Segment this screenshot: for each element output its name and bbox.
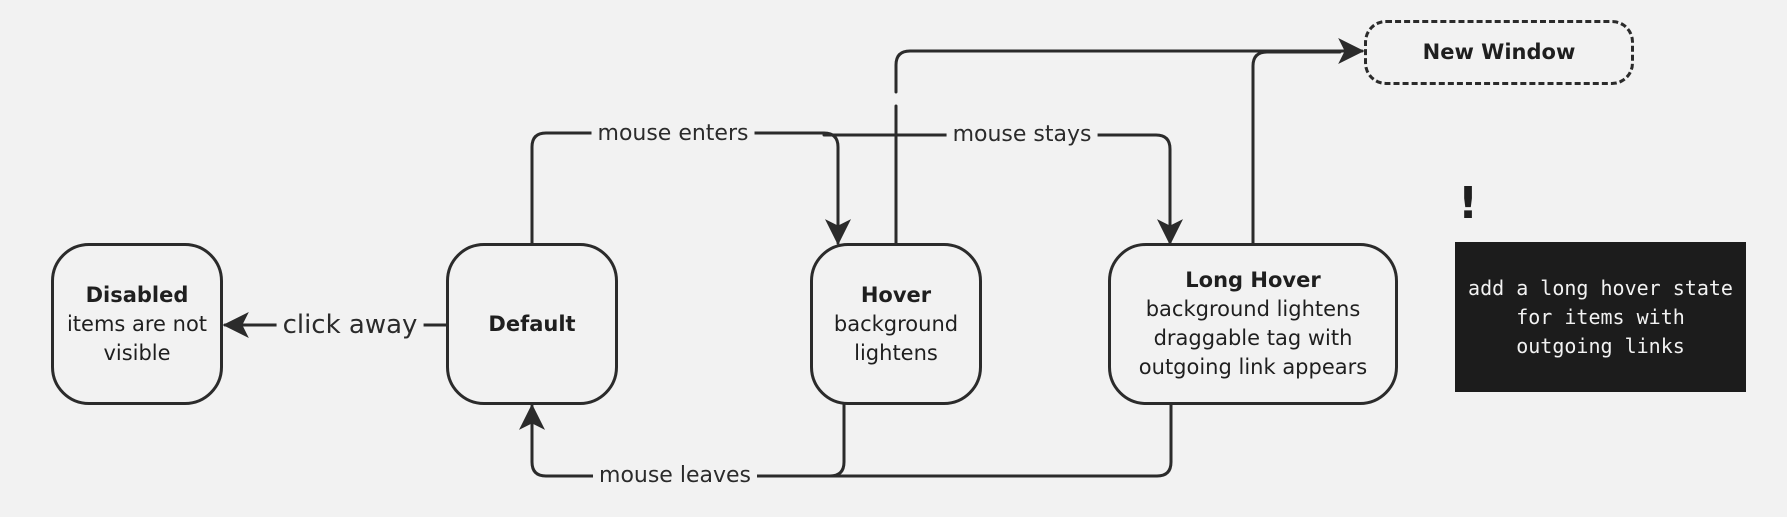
node-long-hover-line: draggable tag with	[1153, 326, 1353, 350]
node-disabled-line: visible	[103, 340, 171, 365]
node-long-hover: Long Hover background lightens draggable…	[1108, 243, 1398, 405]
edge-long-hover-to-new-window	[1251, 50, 1342, 245]
node-long-hover-line: background lightens	[1145, 297, 1361, 321]
node-default-title: Default	[488, 311, 576, 336]
node-long-hover-line: outgoing link appears	[1138, 355, 1368, 379]
sticky-note-text: add a long hover state for items with ou…	[1468, 275, 1733, 358]
edge-label-mouse-stays: mouse stays	[946, 121, 1098, 149]
sticky-note: add a long hover state for items with ou…	[1455, 242, 1746, 392]
node-hover: Hover background lightens	[810, 243, 982, 405]
edge-label-click-away: click away	[276, 311, 424, 339]
node-long-hover-title: Long Hover	[1185, 268, 1321, 292]
node-new-window-title: New Window	[1422, 40, 1576, 64]
node-disabled-title: Disabled	[85, 282, 189, 307]
edge-mouse-enters	[530, 131, 851, 246]
edge-label-mouse-leaves: mouse leaves	[593, 462, 757, 490]
node-hover-line: lightens	[854, 340, 938, 365]
node-new-window: New Window	[1364, 20, 1634, 85]
edge-hover-to-new-window-upper	[894, 38, 1365, 94]
edge-label-mouse-enters: mouse enters	[591, 120, 755, 148]
node-hover-title: Hover	[860, 282, 932, 307]
node-default: Default	[446, 243, 618, 405]
node-disabled-line: items are not	[66, 311, 208, 336]
node-hover-line: background	[833, 311, 959, 336]
note-marker: !	[1458, 178, 1479, 229]
node-disabled: Disabled items are not visible	[51, 243, 223, 405]
edge-mouse-leaves-long-hover	[810, 402, 1173, 478]
edge-mouse-stays	[822, 133, 1183, 246]
